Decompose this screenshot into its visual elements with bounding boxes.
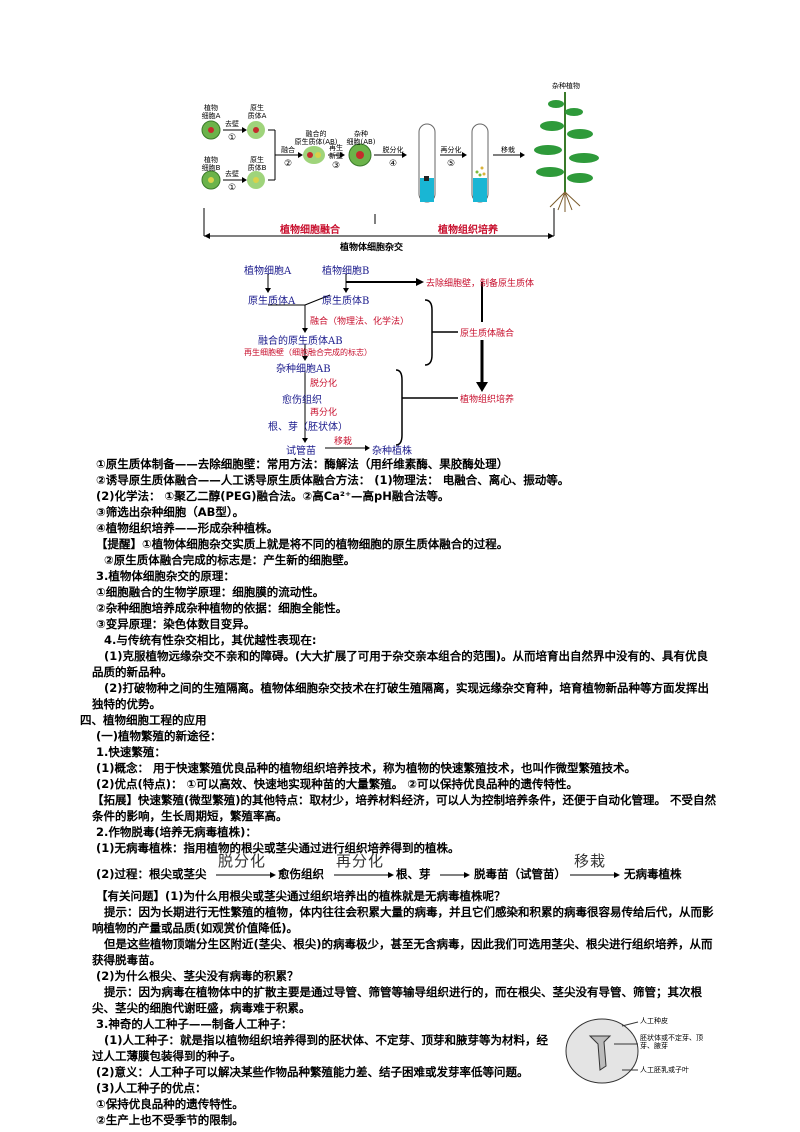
text-line-27: (2)为什么根尖、茎尖没有病毒的积累？ <box>96 969 299 983</box>
flow-proto-b: 原生质体B <box>322 296 370 307</box>
label-rediff: 再分化 <box>440 146 462 154</box>
flow-transplant: 移栽 <box>334 437 353 447</box>
step-1: ① <box>227 133 237 143</box>
text-line-10: ②杂种细胞培养成杂种植物的依据：细胞全能性。 <box>96 601 348 615</box>
flow-arrows <box>265 274 488 451</box>
process-plantlet: 脱毒苗（试管苗） <box>474 867 566 881</box>
label-fuse: 融合 <box>281 146 295 154</box>
flow-rediff: 再分化 <box>310 408 338 418</box>
text-line-17: 1.快速繁殖： <box>96 745 166 759</box>
text-line-12: 4.与传统有性杂交相比，其优越性表现在: <box>104 633 317 647</box>
flow-proto-a: 原生质体A <box>248 296 296 307</box>
flow-callus: 愈伤组织 <box>282 395 322 406</box>
process-callus: 愈伤组织 <box>278 867 324 881</box>
step-3: ③ <box>331 161 341 171</box>
text-line-1: ①原生质体制备——去除细胞壁：常用方法：酶解法（用纤维素酶、果胶酶处理） <box>96 457 509 471</box>
flow-remove-wall: 去除细胞壁，制备原生质体 <box>426 279 535 289</box>
text-line-21: 2.作物脱毒(培养无病毒植株)： <box>96 825 257 839</box>
seed-graphic <box>565 1018 639 1084</box>
step-5: ⑤ <box>446 159 456 169</box>
diagram-caption: 植物体细胞杂交 <box>340 243 404 253</box>
text-line-7: ②原生质体融合完成的标志是：产生新的细胞壁。 <box>104 553 356 567</box>
arrow-plain <box>440 872 470 878</box>
flow-fusion-method: 融合（物理法、化学法） <box>310 317 410 327</box>
seed-embryo-label: 胚状体或不定芽、顶芽、腋芽 <box>640 1034 703 1050</box>
text-line-32: (3)人工种子的优点： <box>96 1081 207 1095</box>
flow-diagram: 植物细胞A 植物细胞B 去除细胞壁，制备原生质体 原生质体A 原生质体B 融合（… <box>230 260 610 457</box>
text-line-4: ③筛选出杂种细胞（AB型）。 <box>96 505 245 519</box>
text-line-2: ②诱导原生质体融合——人工诱导原生质体融合方法： (1)物理法： 电融合、离心、… <box>96 473 570 487</box>
text-line-25: 提示：因为长期进行无性繁殖的植物，体内往往会积累大量的病毒，并且它们感染和积累的… <box>92 905 714 935</box>
flow-dediff: 脱分化 <box>310 379 338 389</box>
text-line-29: 3.神奇的人工种子——制备人工种子： <box>96 1017 293 1031</box>
label-proto-a: 原生 质体A <box>247 104 267 120</box>
text-line-6: 【提醒】①植物体细胞杂交实质上就是将不同的植物细胞的原生质体融合的过程。 <box>96 537 509 551</box>
step-1b: ① <box>227 183 237 193</box>
flow-side-culture: 植物组织培养 <box>460 395 515 405</box>
text-line-31: (2)意义：人工种子可以解决某些作物品种繁殖能力差、结子困难或发芽率低等问题。 <box>96 1065 529 1079</box>
text-line-16: (一)植物繁殖的新途径： <box>96 729 222 743</box>
flow-plantlet: 试管苗 <box>286 446 316 457</box>
label-remove-wall-a: 去壁 <box>225 120 239 128</box>
text-line-18: (1)概念： 用于快速繁殖优良品种的植物组织培养技术，称为植物的快速繁殖技术，也… <box>96 761 637 775</box>
text-line-9: ①细胞融合的生物学原理：细胞膜的流动性。 <box>96 585 325 599</box>
process-end: 无病毒植株 <box>624 867 682 881</box>
arrow-rediff-line <box>334 872 394 878</box>
label-regen: 再生 新壁 <box>329 144 343 160</box>
text-line-19: (2)优点(特点)： ①可以高效、快速地实现种苗的大量繁殖。 ②可以保持优良品种… <box>96 777 579 791</box>
flow-final: 杂种植株 <box>372 446 412 457</box>
text-line-13: (1)克服植物远缘杂交不亲和的障碍。(大大扩展了可用于杂交亲本组合的范围)。从而… <box>92 649 709 679</box>
text-line-22: (1)无病毒植株：指用植物的根尖或茎尖通过进行组织培养得到的植株。 <box>96 841 460 855</box>
text-line-30: (1)人工种子：就是指以植物组织培养得到的胚状体、不定芽、顶芽和腋芽等为材料，经… <box>92 1033 549 1063</box>
label-hybrid-plant: 杂种植物 <box>552 82 580 90</box>
diagram-graphics <box>201 92 599 239</box>
arrow-dediff: 脱分化 <box>218 852 267 870</box>
label-fused: 融合的 原生质体(AB) <box>294 130 338 146</box>
flow-fused: 融合的原生质体AB <box>258 336 343 347</box>
bar-right-label: 植物组织培养 <box>438 225 498 236</box>
label-hybrid: 杂种 细胞(AB) <box>346 130 376 146</box>
artificial-seed-figure: 人工种皮 胚状体或不定芽、顶芽、腋芽 人工胚乳或子叶 <box>562 1014 742 1088</box>
arrow-transplant-line <box>570 872 620 878</box>
flow-organs: 根、芽（胚状体） <box>268 422 348 433</box>
text-line-34: ②生产上也不受季节的限制。 <box>96 1113 244 1127</box>
text-line-33: ①保持优良品种的遗传特性。 <box>96 1097 244 1111</box>
flow-cell-b: 植物细胞B <box>322 266 370 277</box>
flow-side-fusion: 原生质体融合 <box>460 329 515 339</box>
text-line-3: (2)化学法： ①聚乙二醇(PEG)融合法。②高Ca²⁺—高pH融合法等。 <box>96 489 450 503</box>
process-line: (2)过程：根尖或茎尖 脱分化 愈伤组织 再分化 根、芽 脱毒苗（试管苗） 移栽… <box>96 850 736 886</box>
text-line-11: ③变异原理：染色体数目变异。 <box>96 617 256 631</box>
label-cell-a: 植物 细胞A <box>201 104 221 120</box>
step-2: ② <box>283 159 293 169</box>
seed-coat-label: 人工种皮 <box>640 1017 668 1025</box>
seed-endosperm-label: 人工胚乳或子叶 <box>640 1066 689 1074</box>
process-start: (2)过程：根尖或茎尖 <box>96 867 207 881</box>
flow-hybrid: 杂种细胞AB <box>276 364 331 375</box>
arrow-rediff: 再分化 <box>336 852 385 870</box>
label-remove-wall-b: 去壁 <box>225 170 239 178</box>
text-line-24: 【有关问题】(1)为什么用根尖或茎尖通过组织培养出的植株就是无病毒植株呢？ <box>96 889 506 903</box>
flow-cell-a: 植物细胞A <box>244 266 292 277</box>
flow-regen: 再生细胞壁（细胞融合完成的标志） <box>244 348 372 357</box>
label-cell-b: 植物 细胞B <box>201 156 221 172</box>
hybrid-plant-icon <box>534 92 599 212</box>
step-4: ④ <box>388 159 398 169</box>
label-proto-b: 原生 质体B <box>247 156 267 172</box>
cell-fusion-diagram: 植物 细胞A 原生 质体A 去壁 ① 植物 细胞B 原生 质体B 去壁 ① 融合… <box>190 82 610 253</box>
text-line-28: 提示：因为病毒在植物体中的扩散主要是通过导管、筛管等输导组织进行的，而在根尖、茎… <box>92 985 702 1015</box>
arrow-dediff-line <box>216 872 276 878</box>
label-transplant: 移栽 <box>501 146 515 154</box>
label-dediff: 脱分化 <box>382 146 404 154</box>
arrow-transplant: 移栽 <box>574 852 607 870</box>
text-line-5: ④植物组织培养——形成杂种植株。 <box>96 521 279 535</box>
fused-protoplast-icon <box>303 146 325 164</box>
section-4-heading: 四、植物细胞工程的应用 <box>80 713 207 727</box>
text-line-20: 【拓展】快速繁殖(微型繁殖)的其他特点：取材少，培养材料经济，可以人为控制培养条… <box>92 793 717 823</box>
bar-left-label: 植物细胞融合 <box>280 225 340 236</box>
text-line-14: (2)打破物种之间的生殖隔离。植物体细胞杂交技术在打破生殖隔离，实现远缘杂交育种… <box>92 681 710 711</box>
text-line-8: 3.植物体细胞杂交的原理： <box>96 569 235 583</box>
text-line-26: 但是这些植物顶端分生区附近(茎尖、根尖)的病毒极少，甚至无含病毒，因此我们可选用… <box>92 937 713 967</box>
process-organs: 根、芽 <box>396 867 431 881</box>
